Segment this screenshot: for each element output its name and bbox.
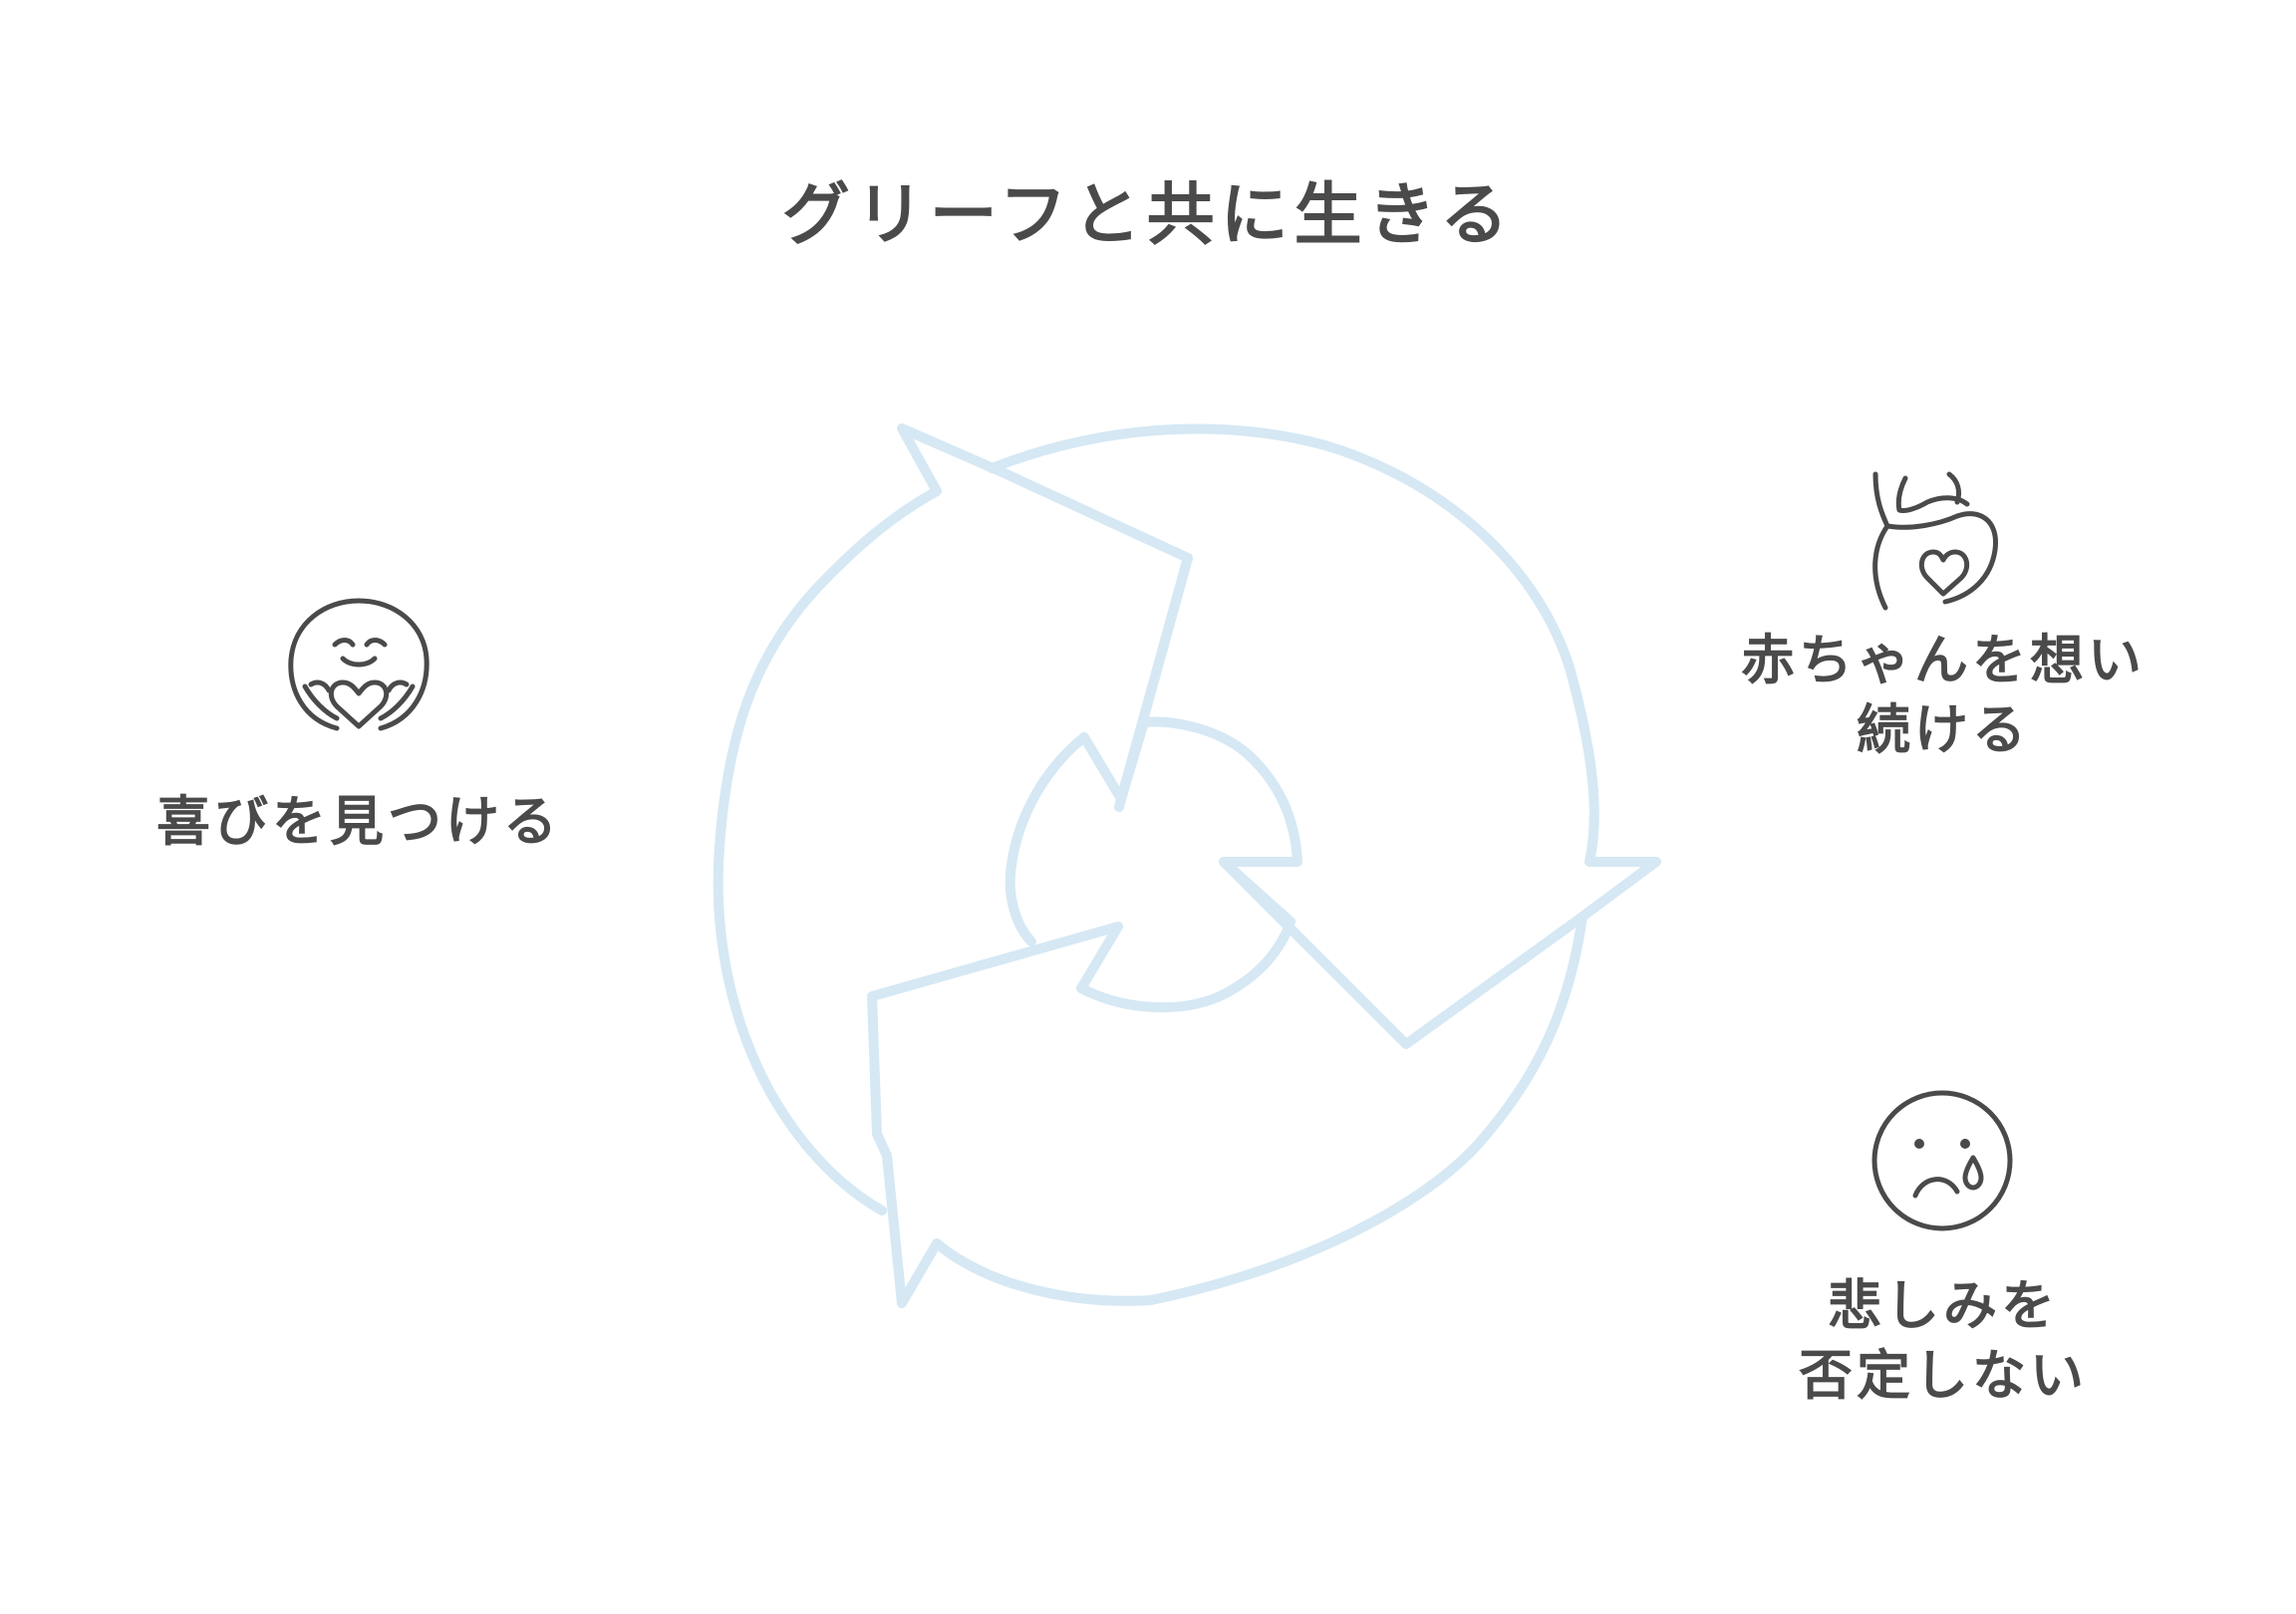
item-label-line-1: 赤ちゃんを想い xyxy=(1741,629,2146,691)
cycle-arrow-segment-1 xyxy=(1114,553,1193,812)
diagram-title: グリーフと共に生きる xyxy=(781,176,1515,255)
item-label-line-2: 否定しない xyxy=(1799,1344,2088,1407)
pregnant-belly-heart-icon xyxy=(1862,468,2001,618)
item-label-line-1: 悲しみを xyxy=(1828,1274,2059,1337)
cycle-arrow-segment-2 xyxy=(1219,857,1587,1049)
crying-face-icon xyxy=(1869,1088,2015,1233)
cycle-arrow-top xyxy=(713,423,1661,1308)
hugging-heart-face-icon xyxy=(285,595,432,734)
item-label-do-not-deny-sadness: 悲しみを 否定しない xyxy=(1714,1271,2172,1411)
item-label-line: 喜びを見つける xyxy=(156,790,561,853)
cycle-arrow-segment-3 xyxy=(1004,732,1126,946)
item-label-line-2: 続ける xyxy=(1857,698,2030,761)
item-label-keep-thinking-of-baby: 赤ちゃんを想い 続ける xyxy=(1714,626,2172,765)
item-label-find-joy: 喜びを見つける xyxy=(130,787,588,857)
